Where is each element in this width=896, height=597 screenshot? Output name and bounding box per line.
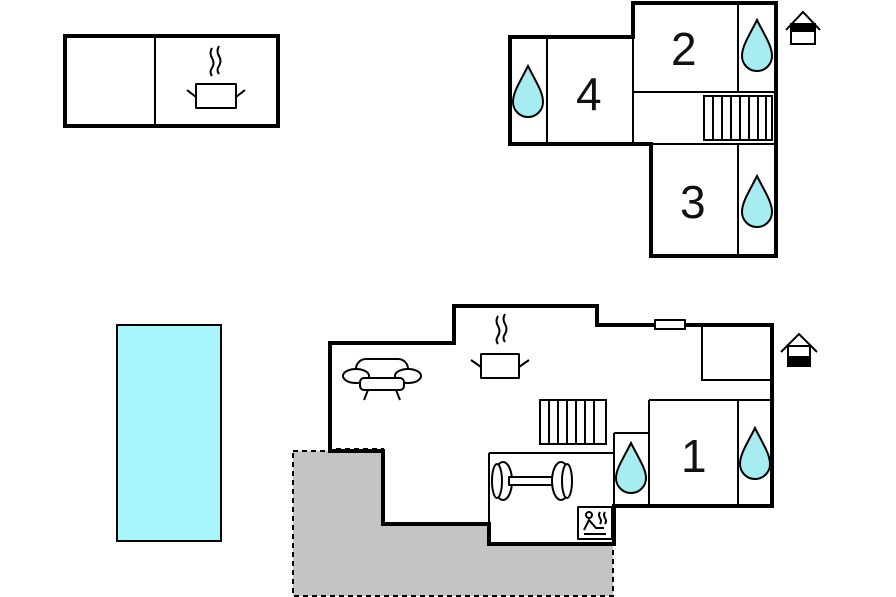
sofa-icon [342,358,422,401]
upper-floor-house-icon [785,10,821,45]
stairs-icon [703,95,773,141]
upper-floor: 2 4 3 [508,1,821,258]
ground-floor: 1 [328,304,818,546]
water-drop-icon [614,440,648,494]
stairs-icon [539,399,607,445]
ground-floor-house-icon [780,332,818,367]
pool [116,324,222,542]
kitchen-pot-icon [186,45,246,109]
room-number-1: 1 [681,430,707,482]
window-icon [654,319,686,330]
dumbbell-icon [491,461,573,501]
sauna-icon [577,506,613,540]
water-drop-icon [740,173,774,228]
room-number-4: 4 [576,68,602,120]
annex-building [63,34,280,128]
room-number-3: 3 [680,176,706,228]
water-drop-icon [738,425,772,480]
water-drop-icon [740,17,774,72]
kitchen-pot-icon [470,313,530,379]
water-drop-icon [511,63,545,118]
room-number-2: 2 [671,23,697,75]
